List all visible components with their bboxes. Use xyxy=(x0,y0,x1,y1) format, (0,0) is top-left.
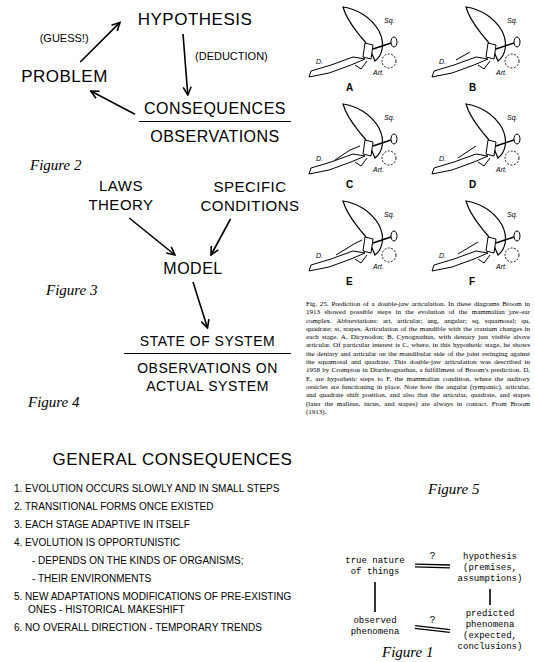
arrow-connector xyxy=(91,91,135,114)
connector-gap xyxy=(415,565,450,567)
equality-connector xyxy=(415,563,450,568)
node-text: LAWS THEORY xyxy=(84,176,158,214)
connector-line xyxy=(374,582,376,612)
list-item: 4. EVOLUTION IS OPPORTUNISTIC xyxy=(14,536,302,549)
jaw-sketch xyxy=(432,7,520,77)
panel-letter: A xyxy=(345,82,354,93)
bone-label: D. xyxy=(438,155,447,163)
edge-label: ? xyxy=(427,615,437,626)
bone-label: D. xyxy=(438,252,447,260)
list-item: 2. TRANSITIONAL FORMS ONCE EXISTED xyxy=(14,500,302,513)
list-item: 3. EACH STAGE ADAPTIVE IN ITSELF xyxy=(14,518,302,531)
bone-label: D. xyxy=(315,155,324,163)
equality-connector xyxy=(415,627,450,631)
connector-line xyxy=(489,589,491,605)
concept-box: true nature of things xyxy=(335,552,415,582)
bone-label: Sq. xyxy=(506,114,519,122)
concept-box: observed phenomena xyxy=(335,612,415,642)
list-item: 5. NEW ADAPTATIONS MODIFICATIONS OF PRE-… xyxy=(14,590,302,616)
concept-word: LAWS THEORY xyxy=(80,172,162,218)
bone-label: Art. xyxy=(372,69,385,77)
edge-label: (GUESS!) xyxy=(38,32,91,45)
concept-word: CONSEQUENCES OBSERVATIONS xyxy=(135,95,295,150)
dentary-line xyxy=(456,52,470,60)
bone-label: D. xyxy=(315,252,324,260)
dentary-line xyxy=(458,146,476,158)
node-text: observed phenomena xyxy=(339,616,411,638)
arrow-connector xyxy=(183,34,188,95)
edge-label: ? xyxy=(427,551,437,562)
bone-label: Sq. xyxy=(383,17,396,25)
bone-label: Sq. xyxy=(506,211,519,219)
concept-box: predicted phenomena (expected, conclusio… xyxy=(450,605,530,657)
bone-label: D. xyxy=(315,58,324,66)
node-text: CONSEQUENCES xyxy=(139,99,291,122)
node-text: STATE OF SYSTEM xyxy=(124,332,291,354)
concept-word: PROBLEM xyxy=(12,62,117,91)
dentary-line xyxy=(458,242,478,254)
figure-label: Figure 3 xyxy=(46,282,98,298)
panel-letter: D xyxy=(468,179,477,190)
list-item: - DEPENDS ON THE KINDS OF ORGANISMS; xyxy=(14,554,302,567)
arrow-connector xyxy=(193,282,208,328)
connector-gap xyxy=(415,627,450,631)
list-item: 1. EVOLUTION OCCURS SLOWLY AND IN SMALL … xyxy=(14,482,302,495)
bone-label: Art. xyxy=(495,263,508,271)
figure-caption: Fig. 25. Prediction of a double-jaw arti… xyxy=(306,300,530,416)
edge-label: (DEDUCTION) xyxy=(193,50,270,63)
panel-letter: F xyxy=(468,276,476,287)
concept-word: MODEL xyxy=(148,255,238,282)
list-heading: GENERAL CONSEQUENCES xyxy=(40,450,305,470)
node-text: MODEL xyxy=(152,259,234,278)
jaw-sketch xyxy=(309,104,397,174)
node-text: PROBLEM xyxy=(16,66,113,87)
bone-label: D. xyxy=(438,58,447,66)
node-text: hypothesis (premises, assumptions) xyxy=(454,552,526,585)
panel-letter: C xyxy=(345,179,354,190)
arrow-connector xyxy=(211,219,231,255)
dentary-line xyxy=(335,146,360,160)
jaw-sketch xyxy=(432,104,520,174)
figure-label: Figure 4 xyxy=(28,394,80,410)
node-text: OBSERVATIONS ON ACTUAL SYSTEM xyxy=(124,359,291,395)
figure-label: Figure 5 xyxy=(428,481,480,497)
node-text: OBSERVATIONS xyxy=(139,127,291,146)
list-item: 6. NO OVERALL DIRECTION - TEMPORARY TREN… xyxy=(14,621,302,634)
node-text: SPECIFIC CONDITIONS xyxy=(189,177,311,215)
jaw-sketch xyxy=(309,201,397,271)
concept-word: SPECIFIC CONDITIONS xyxy=(185,173,315,219)
jaw-sketch xyxy=(309,7,397,77)
consequence-list: 1. EVOLUTION OCCURS SLOWLY AND IN SMALL … xyxy=(14,482,302,639)
bone-label: Art. xyxy=(495,166,508,174)
bone-label: Sq. xyxy=(383,211,396,219)
figure-label: Figure 2 xyxy=(30,157,82,173)
panel-letter: E xyxy=(345,276,354,287)
concept-word: STATE OF SYSTEM OBSERVATIONS ON ACTUAL SY… xyxy=(120,328,295,399)
bone-label: Art. xyxy=(372,263,385,271)
panel-letter: B xyxy=(468,82,477,93)
concept-box: hypothesis (premises, assumptions) xyxy=(450,548,530,589)
bone-label: Art. xyxy=(495,69,508,77)
node-text: HYPOTHESIS xyxy=(124,9,266,30)
bone-label: Art. xyxy=(372,166,385,174)
list-item: - THEIR ENVIRONMENTS xyxy=(14,572,302,585)
concept-word: HYPOTHESIS xyxy=(120,5,270,34)
bone-label: Sq. xyxy=(506,17,519,25)
node-text: true nature of things xyxy=(339,556,411,578)
dentary-line xyxy=(336,240,362,255)
arrow-connector xyxy=(129,218,175,255)
jaw-sketch xyxy=(432,201,520,271)
bone-label: Sq. xyxy=(383,114,396,122)
node-text: predicted phenomena (expected, conclusio… xyxy=(454,609,526,653)
figure-label: Figure 1 xyxy=(382,644,434,660)
